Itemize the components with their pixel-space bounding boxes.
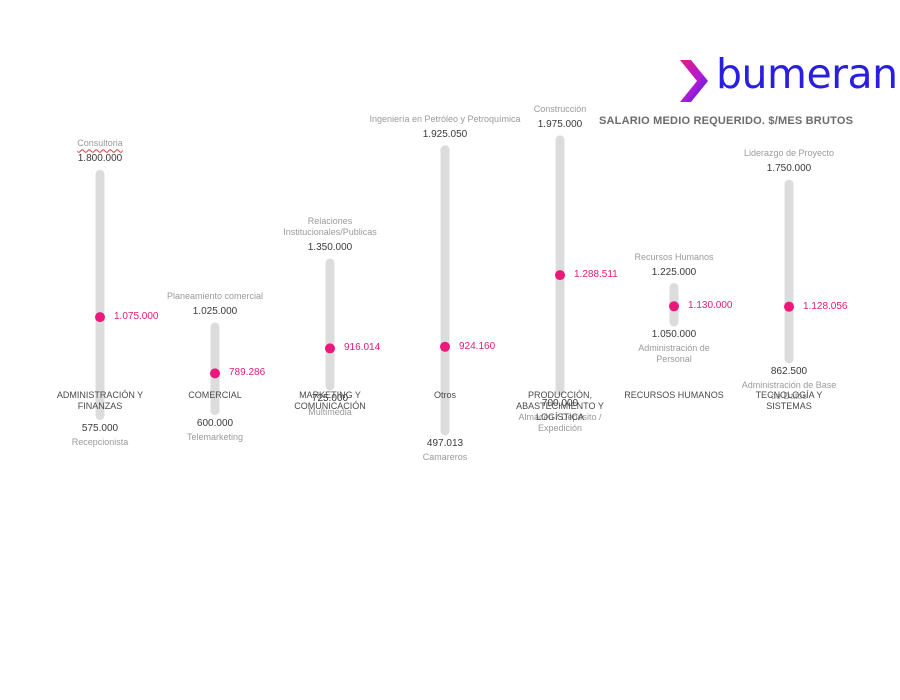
category-label: TECNOLOGÍA Y SISTEMAS xyxy=(755,390,823,411)
category-label: Otros xyxy=(433,390,456,400)
category-label: MARKETING Y COMUNICACIÓN xyxy=(294,390,366,411)
average-point xyxy=(669,301,679,312)
bumeran-logo: bumeran xyxy=(678,50,898,108)
min-value-label: 1.050.000 xyxy=(651,329,697,341)
max-role-label: Ingeniería en Petróleo y Petroquímica xyxy=(369,113,521,124)
min-role-label: Recepcionista xyxy=(71,436,129,447)
max-value-label: 1.800.000 xyxy=(77,153,123,165)
max-value-label: 1.225.000 xyxy=(651,266,697,278)
min-value-label: 725.000 xyxy=(311,393,349,405)
average-value-label: 1.075.000 xyxy=(114,311,159,323)
average-point xyxy=(210,368,220,379)
min-value-label: 600.000 xyxy=(196,417,234,429)
min-role-label: Almacén / Depósito / Expedición xyxy=(518,411,602,433)
chart-subtitle: SALARIO MEDIO REQUERIDO. $/MES BRUTOS xyxy=(599,115,854,127)
average-value-label: 789.286 xyxy=(229,367,266,379)
category-label: PRODUCCIÓN, ABASTECIMIENTO Y LOGÍSTICA xyxy=(516,390,604,422)
max-role-label: Planeamiento comercial xyxy=(166,290,264,301)
average-value-label: 1.130.000 xyxy=(688,300,733,312)
max-value-label: 1.975.000 xyxy=(537,118,583,130)
category-label: RECURSOS HUMANOS xyxy=(624,390,724,400)
max-role-label: Relaciones Institucionales/Publicas xyxy=(283,215,377,237)
min-value-label: 862.500 xyxy=(770,365,808,377)
average-point xyxy=(440,341,450,352)
average-value-label: 916.014 xyxy=(344,342,381,354)
average-value-label: 924.160 xyxy=(459,340,496,352)
min-role-label: Administración de Base de Datos xyxy=(741,379,837,401)
bumeran-chevron-icon xyxy=(680,60,708,102)
min-role-label: Multimedia xyxy=(308,407,352,418)
max-role-label: Construcción xyxy=(533,103,587,114)
max-role-label: Recursos Humanos xyxy=(634,251,714,262)
max-value-label: 1.025.000 xyxy=(192,305,238,317)
min-value-label: 575.000 xyxy=(81,422,119,434)
max-role-label: Consultoria xyxy=(77,138,123,149)
max-value-label: 1.750.000 xyxy=(766,163,812,175)
min-role-label: Telemarketing xyxy=(186,431,244,442)
min-value-label: 700.000 xyxy=(541,397,579,409)
average-point xyxy=(95,312,105,323)
average-value-label: 1.128.056 xyxy=(803,300,848,312)
min-role-label: Camareros xyxy=(422,451,468,462)
min-value-label: 497.013 xyxy=(426,437,464,449)
max-role-label: Liderazgo de Proyecto xyxy=(743,148,835,159)
max-value-label: 1.925.050 xyxy=(422,128,468,140)
average-value-label: 1.288.511 xyxy=(574,269,618,281)
average-point xyxy=(325,343,335,354)
average-point xyxy=(784,301,794,312)
category-label: COMERCIAL xyxy=(188,390,242,400)
min-role-label: Administración de Personal xyxy=(638,343,710,365)
bumeran-wordmark: bumeran xyxy=(716,50,898,98)
max-value-label: 1.350.000 xyxy=(307,241,353,253)
category-label: ADMINISTRACIÓN Y FINANZAS xyxy=(56,390,144,411)
average-point xyxy=(555,270,565,281)
